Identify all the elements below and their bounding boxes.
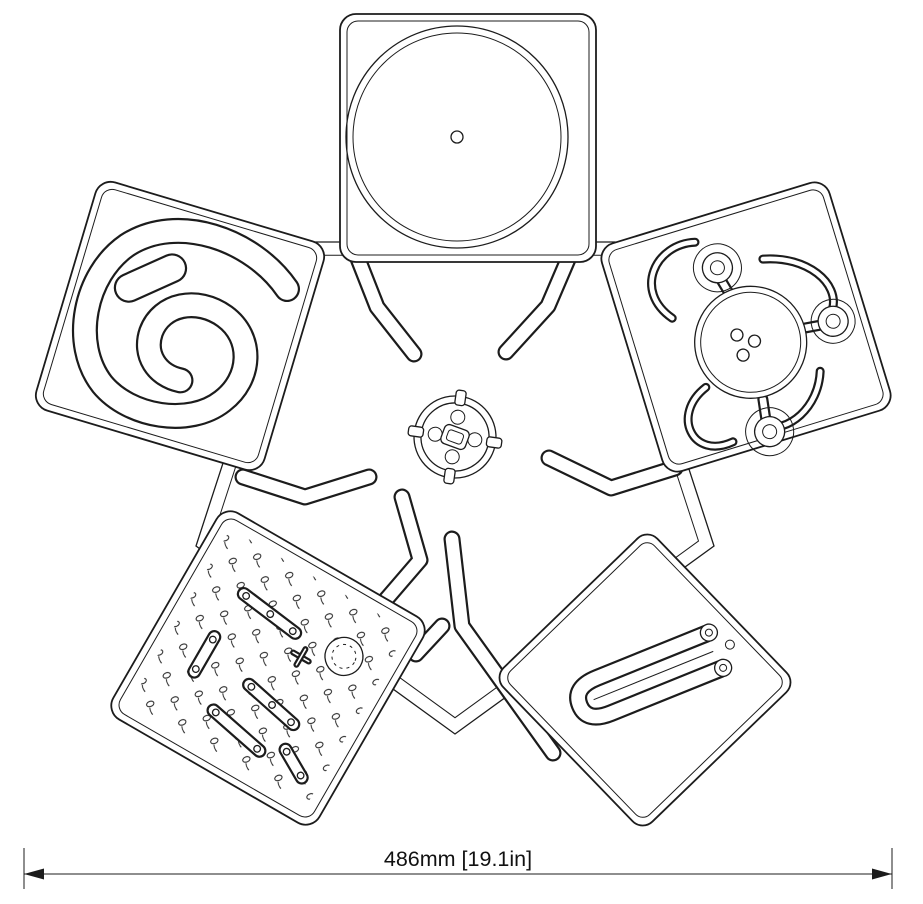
gear-disc-inner — [700, 291, 802, 393]
peg-strip-hole — [253, 744, 262, 753]
dimension-annotation: 486mm [19.1in] — [23, 847, 893, 889]
peg-strip-hole — [288, 627, 297, 636]
panel-slider-inner-edge — [507, 542, 783, 818]
peg-strip-hole — [211, 708, 220, 717]
gear-disc-hole — [730, 328, 744, 342]
slider-track-group — [569, 623, 735, 726]
hub-socket — [440, 423, 470, 451]
center-hub — [407, 389, 503, 485]
crank-loop — [810, 298, 856, 344]
crank-knob — [753, 416, 786, 448]
crank-loop — [692, 243, 742, 293]
turntable-pivot — [450, 130, 464, 144]
panel-slider — [498, 533, 792, 827]
peg-strip-hole — [242, 591, 251, 600]
peg-strip-hole — [208, 635, 217, 644]
peg-strip-hole — [268, 701, 277, 709]
dimension-arrow-right — [872, 868, 892, 880]
crank-knob-center — [825, 313, 841, 329]
slider-track-midline — [593, 650, 714, 701]
crank-loop — [745, 407, 795, 457]
slider-screw — [724, 639, 735, 650]
dimension-label: 486mm [19.1in] — [384, 847, 532, 871]
peg-strip-hole — [287, 718, 295, 727]
hub-notch — [450, 409, 466, 425]
panel-pegboard — [110, 510, 426, 826]
peg-dial-ticks — [331, 643, 357, 669]
panel-turntable-border — [339, 13, 597, 263]
hub-tab-west — [407, 425, 425, 438]
crank-knob — [701, 252, 734, 284]
crank-knob — [817, 305, 849, 337]
panel-turntable-inner-edge — [346, 20, 590, 256]
gear-disc-hole — [736, 348, 750, 362]
turntable-disc-inner — [352, 32, 562, 242]
peg-strip-hole — [247, 682, 256, 691]
hub-notch — [444, 449, 460, 465]
slider-track-end — [713, 658, 733, 677]
crank-knob-center — [709, 260, 725, 276]
dimension-arrow-left — [24, 868, 44, 880]
peg-strip-hole — [191, 665, 200, 673]
gear-disc-hole — [747, 334, 762, 348]
hub-tab-north — [454, 389, 467, 407]
hub-socket-square — [440, 423, 470, 451]
slider-track-end — [699, 623, 719, 642]
peg-strip-hole — [266, 610, 275, 619]
peg-strip-hole — [296, 771, 305, 780]
hub-socket-square-inner — [445, 429, 465, 445]
slider-track-end-hole — [704, 628, 713, 637]
panel-gear-toy — [600, 181, 892, 473]
pegboard-holes — [128, 528, 408, 808]
panel-slider-border — [498, 533, 792, 827]
hub-tab-east — [485, 436, 503, 449]
support-arms — [234, 241, 684, 762]
panel-wire-maze-inner-edge — [42, 188, 318, 464]
panel-pegboard-inner-edge — [118, 518, 418, 818]
turntable-disc-outer — [345, 25, 569, 249]
hub-tab-south — [443, 467, 456, 485]
panel-turntable — [339, 13, 597, 263]
peg-dial — [324, 636, 364, 677]
crank-knob-center — [762, 424, 778, 440]
slider-track-end-hole — [719, 663, 728, 672]
panel-wire-maze — [34, 180, 326, 472]
peg-strip-hole — [282, 747, 291, 756]
